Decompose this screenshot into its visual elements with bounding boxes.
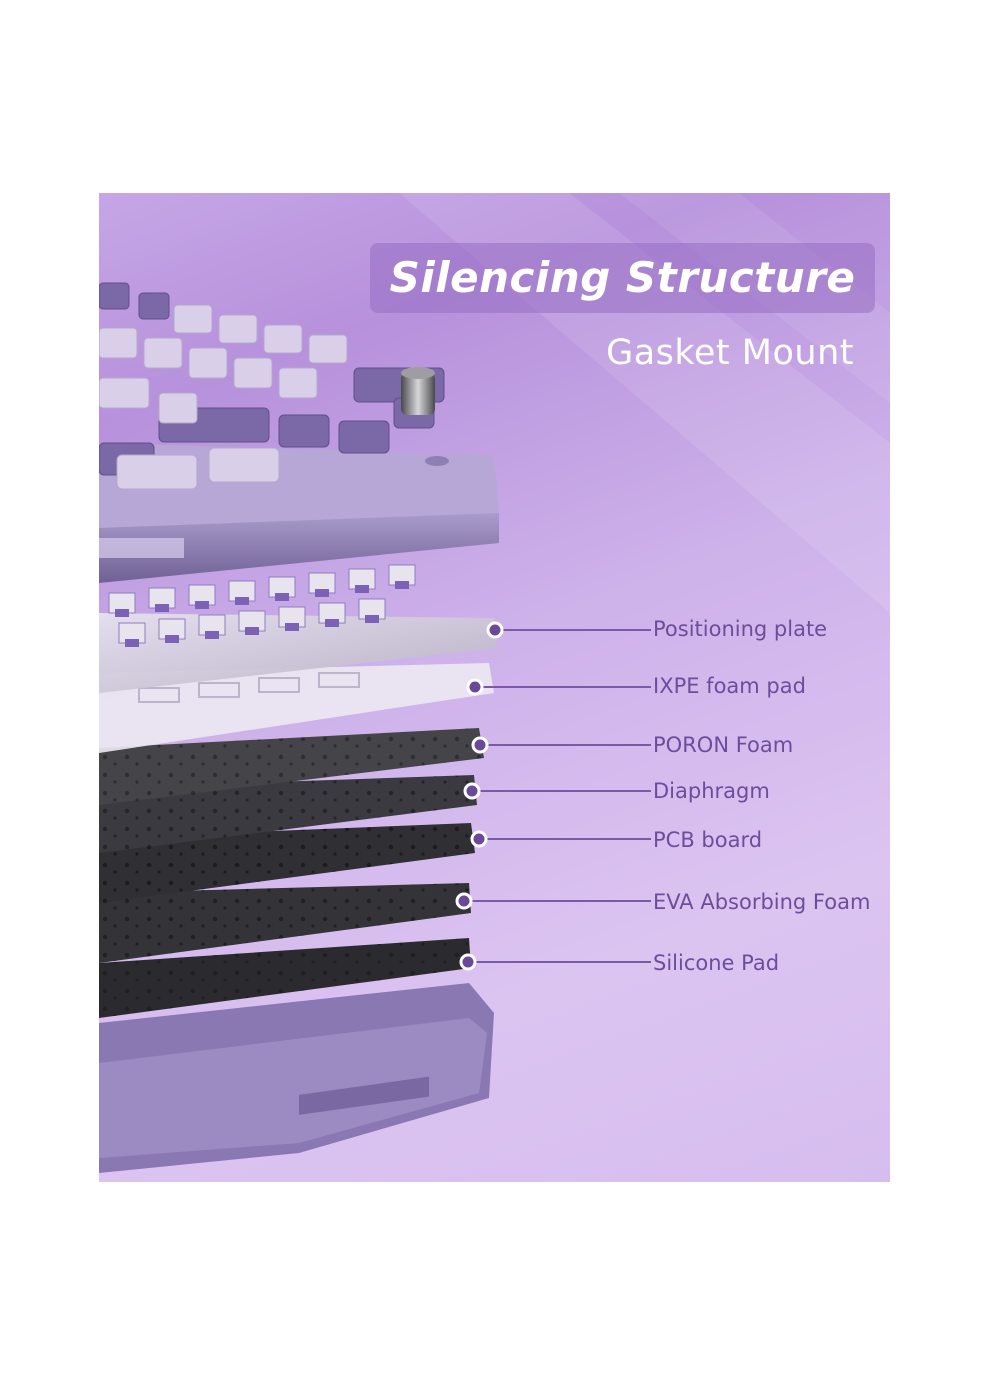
bottom-case <box>99 983 494 1173</box>
diaphragm-layer <box>99 775 477 853</box>
page-subtitle: Gasket Mount <box>606 333 854 373</box>
layer-label-ixpe-foam-pad: IXPE foam pad <box>653 674 806 698</box>
product-image-panel: Silencing Structure Gasket Mount Positio… <box>99 193 890 1182</box>
layer-label-pcb-board: PCB board <box>653 828 763 852</box>
switch-array <box>108 564 416 647</box>
layer-label-eva-absorbing-foam: EVA Absorbing Foam <box>653 890 871 914</box>
callout-dots <box>455 621 504 971</box>
eva-foam-layer <box>99 883 471 963</box>
keycaps <box>99 282 445 490</box>
page-title: Silencing Structure <box>389 253 856 302</box>
leader-lines <box>464 629 651 963</box>
pcb-board-layer <box>99 823 475 903</box>
keyboard-exploded-illustration <box>99 193 890 1173</box>
volume-knob <box>401 367 435 415</box>
poron-foam-layer <box>99 728 484 805</box>
layer-label-silicone-pad: Silicone Pad <box>653 951 780 975</box>
layer-label-positioning-plate: Positioning plate <box>653 617 828 641</box>
layer-label-diaphragm: Diaphragm <box>653 779 770 803</box>
layer-label-poron-foam: PORON Foam <box>653 733 794 757</box>
top-case <box>99 443 499 583</box>
ixpe-foam-layer <box>99 663 494 753</box>
title-banner: Silencing Structure <box>370 243 875 313</box>
silicone-pad-layer <box>99 938 471 1018</box>
